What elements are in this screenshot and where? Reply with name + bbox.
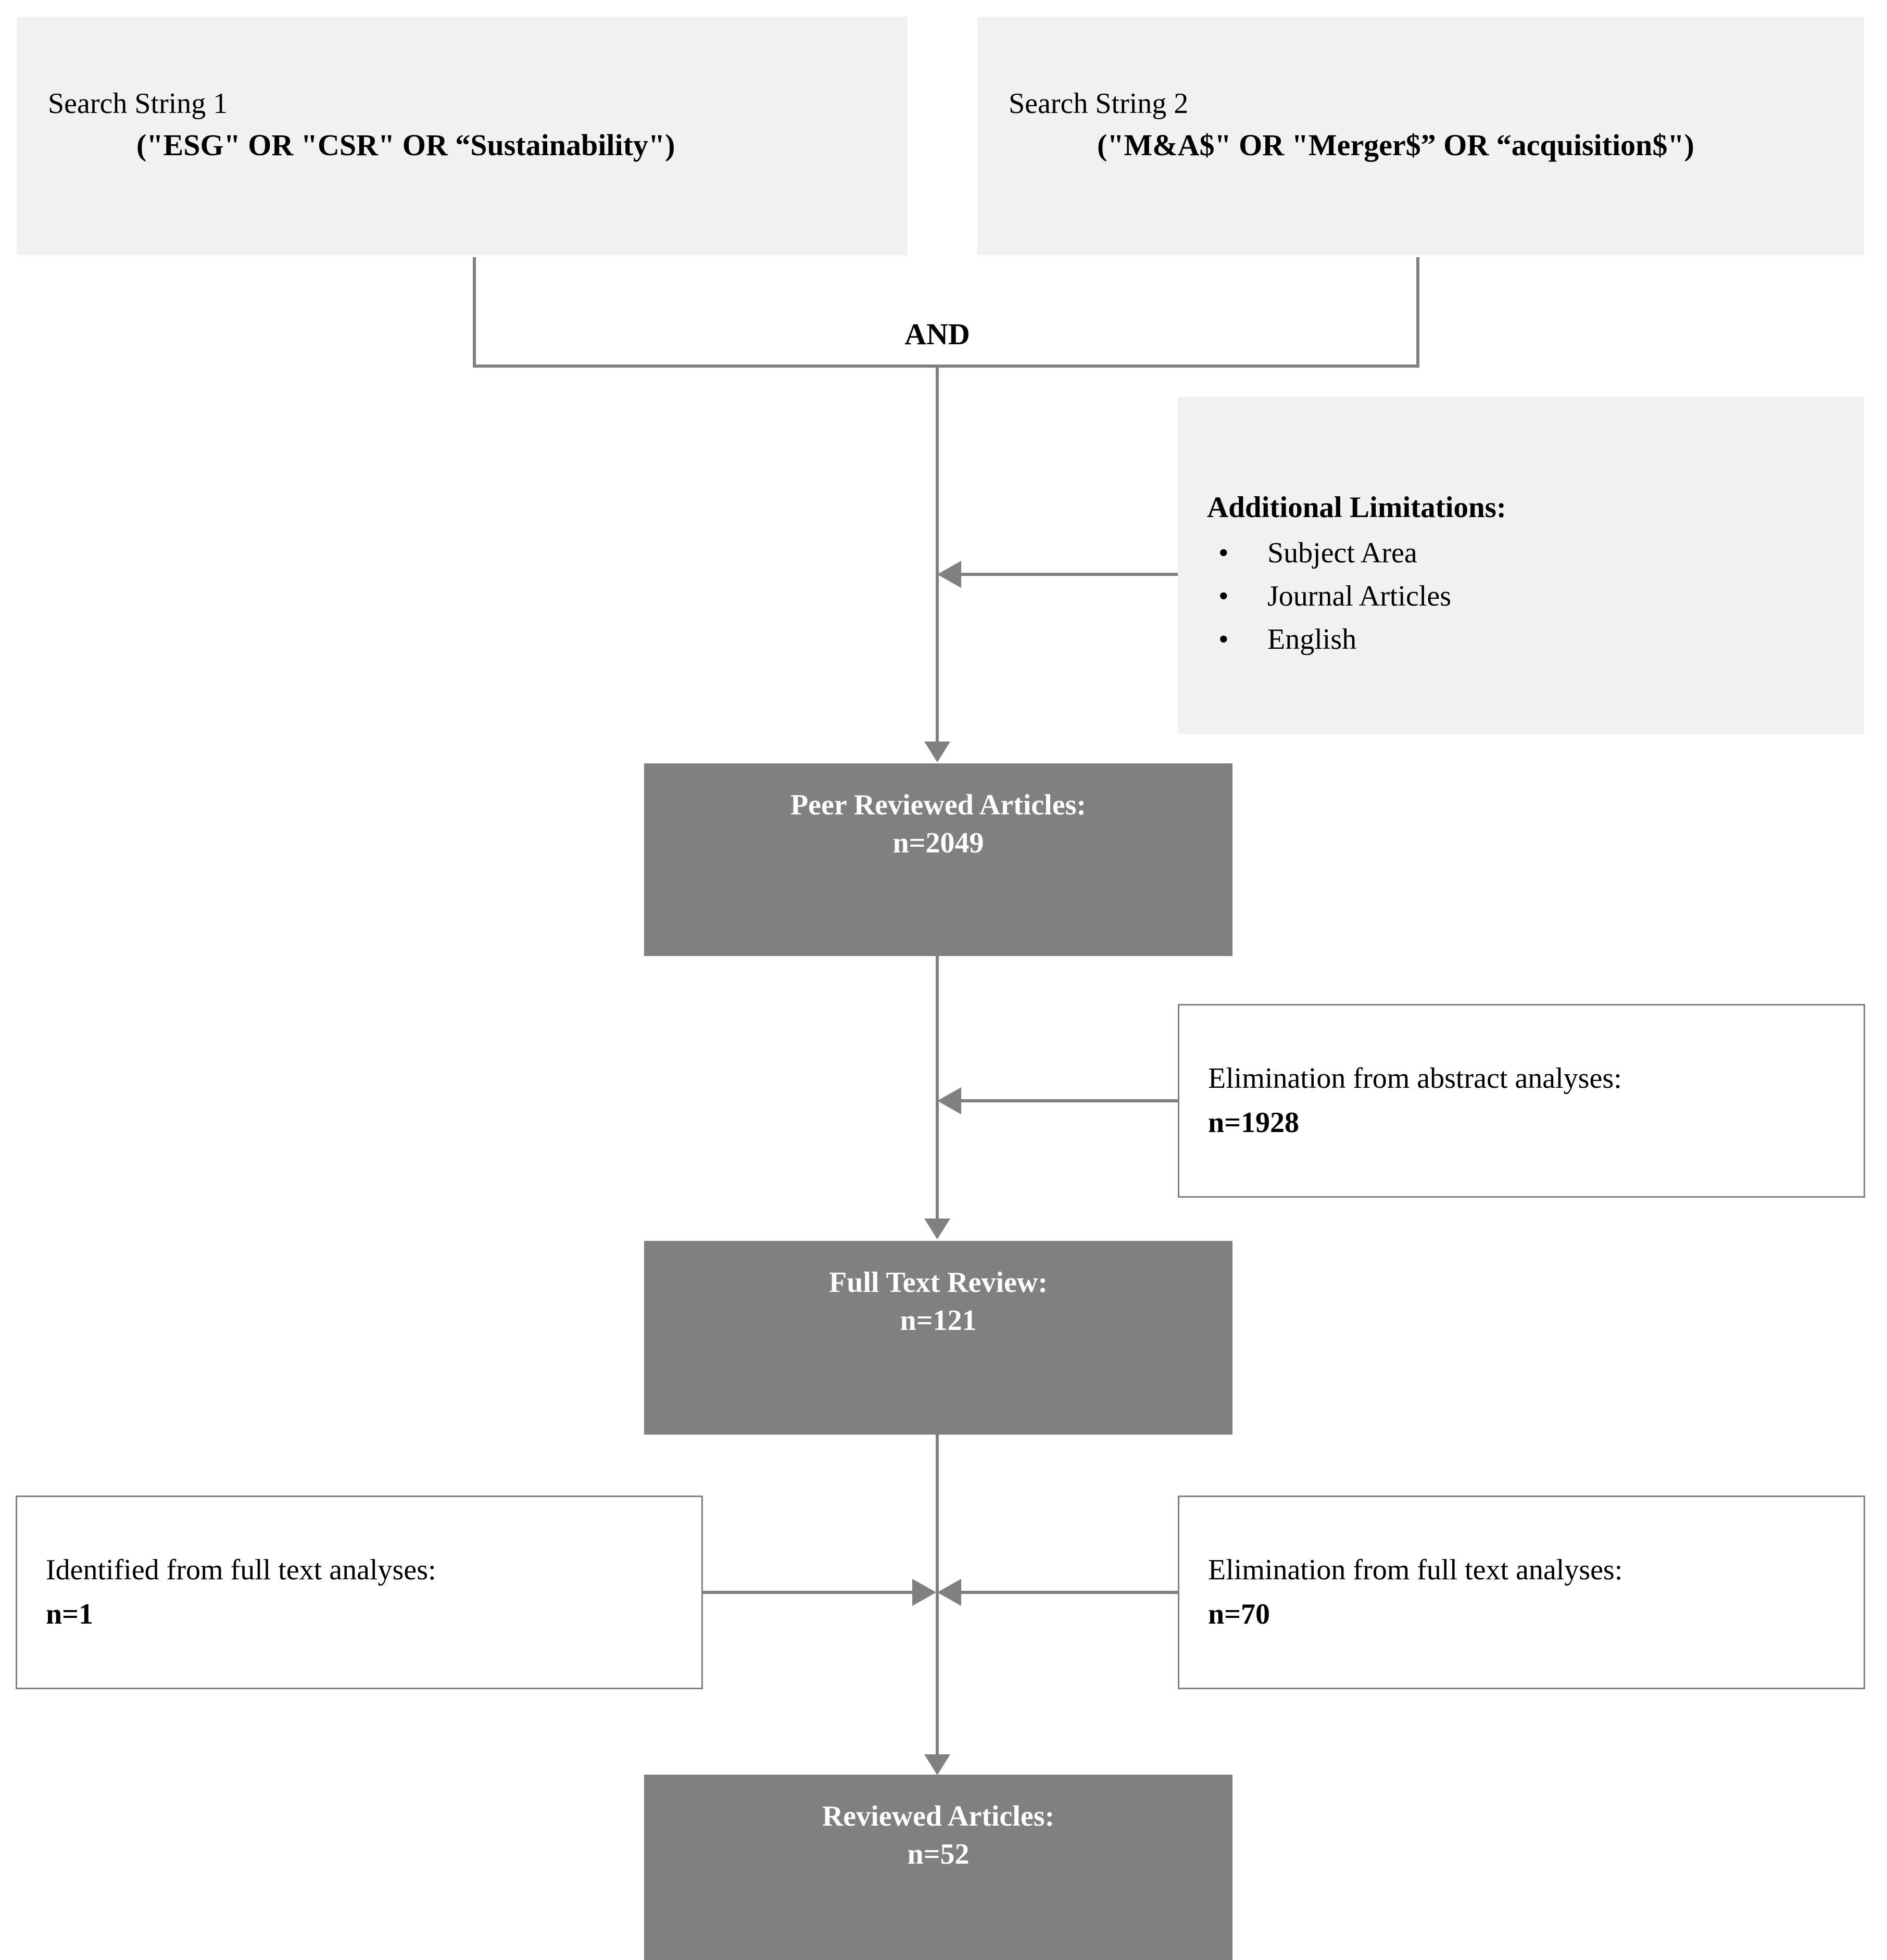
arrowhead-fulltext-identified [912,1579,936,1606]
search-string-2-title: Search String 2 [1009,87,1189,120]
additional-limitations-box: Additional Limitations: • Subject Area •… [1178,397,1864,734]
bullet-icon: • [1218,623,1229,656]
note-abstract-elimination-content: Elimination from abstract analyses: n=19… [1208,1057,1853,1145]
arrowhead-fulltext-elimination [937,1579,961,1606]
connector-and-to-peer [936,365,939,744]
arrowhead-and-to-peer [924,742,950,762]
stage-full-text-review-text: Full Text Review: n=121 [644,1264,1232,1340]
note-abstract-elimination-label: Elimination from abstract analyses: [1208,1062,1622,1095]
connector-search2-down [1416,257,1419,368]
note-box-fulltext-identified: Identified from full text analyses: n=1 [16,1496,703,1689]
arrowhead-peer-to-fulltext [924,1218,950,1239]
stage-peer-reviewed-text: Peer Reviewed Articles: n=2049 [644,786,1232,862]
note-fulltext-elimination-content: Elimination from full text analyses: n=7… [1208,1548,1853,1637]
limitations-item-label: Subject Area [1267,537,1417,569]
search-string-2-content: Search String 2 ("M&A$" OR "Merger$” OR … [1009,87,1848,162]
search-string-2-query: ("M&A$" OR "Merger$” OR “acquisition$") [1097,128,1694,162]
connector-fulltext-identified-to-stem [703,1591,913,1594]
stage-reviewed-articles-text: Reviewed Articles: n=52 [644,1798,1232,1874]
arrowhead-fulltext-to-reviewed [924,1754,950,1775]
note-fulltext-identified-count: n=1 [46,1598,94,1630]
note-fulltext-identified-label: Identified from full text analyses: [46,1553,436,1586]
additional-limitations-title: Additional Limitations: [1207,491,1506,524]
stage-peer-reviewed-count: n=2049 [892,826,984,859]
limitations-item-label: Journal Articles [1267,580,1452,612]
stage-box-reviewed-articles: Reviewed Articles: n=52 [644,1775,1232,1960]
connector-limitations-to-peer [961,573,1178,576]
stage-peer-reviewed-label: Peer Reviewed Articles: [790,789,1087,821]
connector-abstract-elimination-to-stem [961,1099,1178,1102]
connector-fulltext-elimination-to-stem [961,1591,1178,1594]
limitations-item-label: English [1267,623,1357,656]
and-operator-label: AND [904,317,970,351]
limitations-list-item: • Journal Articles [1207,575,1854,618]
search-string-1-query: ("ESG" OR "CSR" OR “Sustainability") [136,128,675,162]
note-box-fulltext-elimination: Elimination from full text analyses: n=7… [1178,1496,1865,1689]
limitations-list: • Subject Area • Journal Articles • Engl… [1207,532,1854,661]
bullet-icon: • [1218,537,1229,569]
additional-limitations-content: Additional Limitations: • Subject Area •… [1207,491,1854,661]
connector-and-horizontal [473,365,1419,368]
stage-box-peer-reviewed-articles: Peer Reviewed Articles: n=2049 [644,763,1232,956]
search-string-1-box: Search String 1 ("ESG" OR "CSR" OR “Sust… [17,17,908,255]
arrowhead-limitations-to-peer [937,561,961,588]
limitations-list-item: • English [1207,618,1854,661]
note-fulltext-elimination-label: Elimination from full text analyses: [1208,1553,1623,1586]
stage-reviewed-articles-label: Reviewed Articles: [822,1800,1055,1832]
search-string-2-box: Search String 2 ("M&A$" OR "Merger$” OR … [977,17,1864,255]
arrowhead-abstract-elimination [937,1087,961,1114]
limitations-list-item: • Subject Area [1207,532,1854,575]
note-fulltext-identified-content: Identified from full text analyses: n=1 [46,1548,691,1637]
note-box-abstract-elimination: Elimination from abstract analyses: n=19… [1178,1004,1865,1198]
stage-full-text-review-label: Full Text Review: [829,1266,1048,1299]
search-string-1-title: Search String 1 [48,87,228,120]
bullet-icon: • [1218,580,1229,612]
stage-full-text-review-count: n=121 [900,1304,977,1337]
note-fulltext-elimination-count: n=70 [1208,1598,1270,1630]
stage-box-full-text-review: Full Text Review: n=121 [644,1241,1232,1435]
stage-reviewed-articles-count: n=52 [907,1838,970,1870]
note-abstract-elimination-count: n=1928 [1208,1107,1300,1139]
connector-search1-down [473,257,476,368]
search-string-1-content: Search String 1 ("ESG" OR "CSR" OR “Sust… [48,87,892,162]
